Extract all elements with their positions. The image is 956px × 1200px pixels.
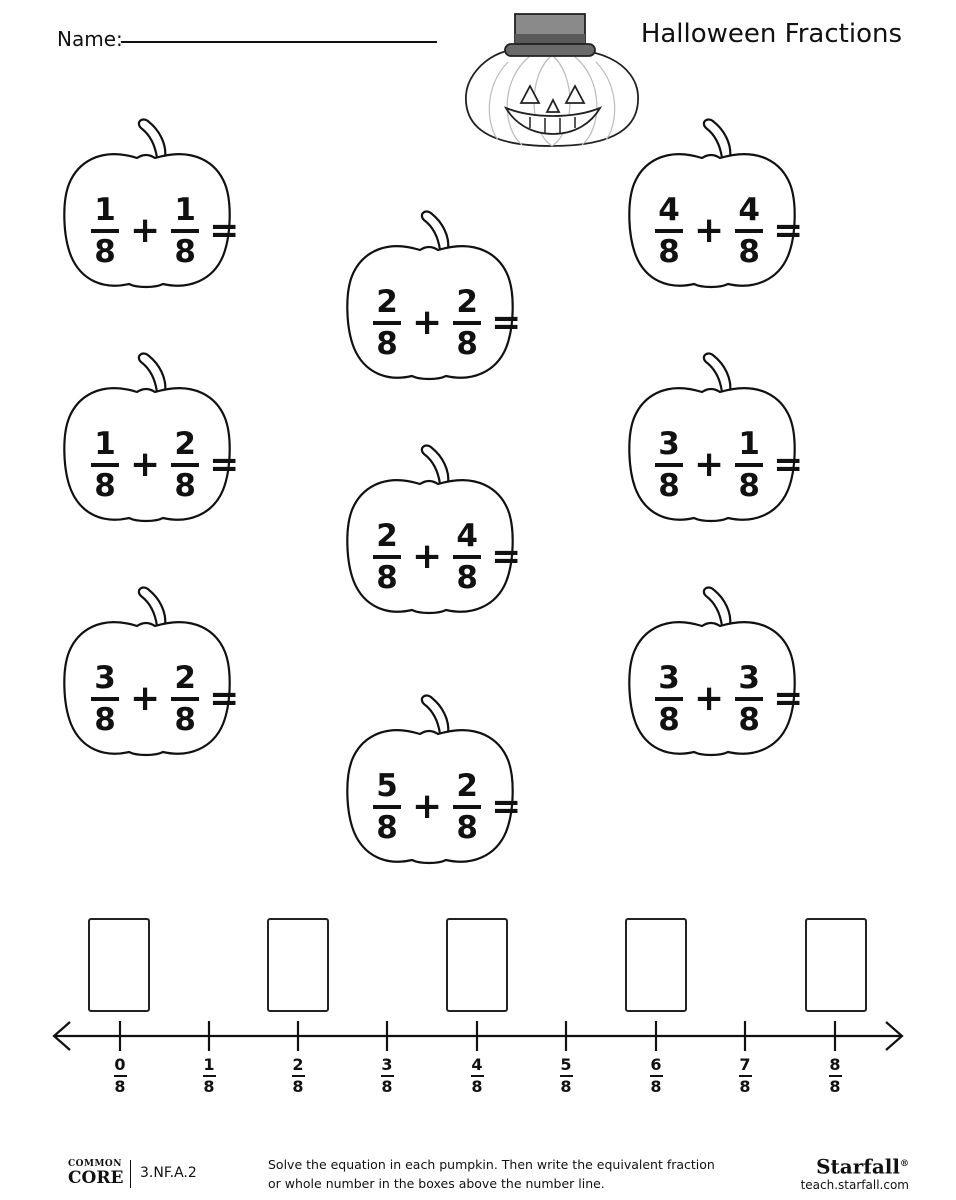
jack-o-lantern-icon <box>465 13 639 147</box>
equals-sign: = <box>491 536 522 577</box>
standard-code: 3.NF.A.2 <box>140 1165 197 1181</box>
answer-box[interactable] <box>625 918 687 1012</box>
answer-box[interactable] <box>267 918 329 1012</box>
answer-box[interactable] <box>805 918 867 1012</box>
plus-sign: + <box>412 536 443 577</box>
starfall-brand: Starfall® teach.starfall.com <box>801 1153 909 1192</box>
equals-sign: = <box>209 678 240 719</box>
instructions-line: or whole number in the boxes above the n… <box>268 1176 605 1191</box>
plus-sign: + <box>130 678 161 719</box>
name-label: Name: <box>57 27 123 51</box>
plus-sign: + <box>694 678 725 719</box>
brand-logo: Starfall® <box>816 1154 909 1179</box>
equals-sign: = <box>209 210 240 251</box>
plus-sign: + <box>694 444 725 485</box>
equals-sign: = <box>491 786 522 827</box>
number-line <box>52 1021 904 1051</box>
answer-box[interactable] <box>446 918 508 1012</box>
equals-sign: = <box>773 444 804 485</box>
equals-sign: = <box>773 678 804 719</box>
divider <box>130 1160 131 1188</box>
page-title: Halloween Fractions <box>640 19 902 49</box>
plus-sign: + <box>412 786 443 827</box>
equals-sign: = <box>209 444 240 485</box>
name-field[interactable] <box>121 41 437 43</box>
plus-sign: + <box>130 444 161 485</box>
equals-sign: = <box>491 302 522 343</box>
instructions: Solve the equation in each pumpkin. Then… <box>268 1155 715 1193</box>
brand-site: teach.starfall.com <box>800 1177 909 1192</box>
plus-sign: + <box>130 210 161 251</box>
equals-sign: = <box>773 210 804 251</box>
plus-sign: + <box>694 210 725 251</box>
plus-sign: + <box>412 302 443 343</box>
instructions-line: Solve the equation in each pumpkin. Then… <box>268 1157 715 1172</box>
answer-box[interactable] <box>88 918 150 1012</box>
common-core-logo: COMMON CORE <box>68 1159 124 1188</box>
